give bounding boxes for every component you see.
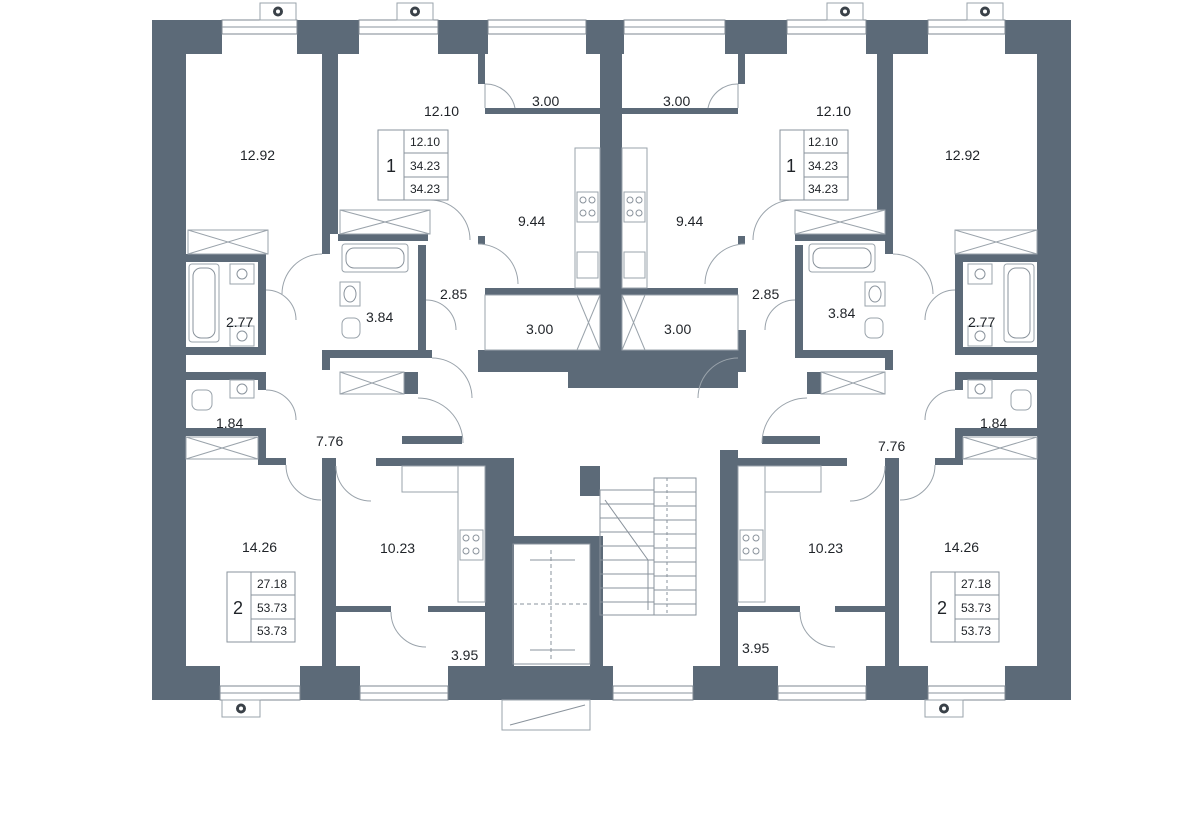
room-area-tr-bedroom2: 12.10 — [816, 103, 851, 119]
room-area-tr-hall: 7.76 — [878, 438, 905, 454]
room-area-tl-kitchen: 9.44 — [518, 213, 545, 229]
bathtub-icon — [188, 263, 220, 343]
fan-icon — [826, 2, 864, 21]
fixtures — [185, 147, 1038, 603]
stove-icon — [576, 191, 599, 223]
windows — [219, 19, 1006, 701]
sink-icon — [967, 263, 993, 285]
wardrobe-icon — [339, 371, 405, 395]
wardrobe-icon — [794, 209, 886, 235]
apt-table-left-1: 1 12.10 34.23 34.23 — [377, 129, 449, 201]
wall-east — [1037, 20, 1071, 700]
stove-icon — [459, 529, 484, 561]
apt-living-area: 27.18 — [961, 577, 991, 591]
sink-icon — [229, 263, 255, 285]
room-area-tl-bedroom2: 12.10 — [424, 103, 459, 119]
apt-living-area: 27.18 — [257, 577, 287, 591]
room-area-tl-corridor: 2.85 — [440, 286, 467, 302]
room-area-tr-wc2: 1.84 — [980, 415, 1007, 431]
stove-icon — [739, 529, 764, 561]
ac-units — [221, 2, 1004, 718]
room-area-br-kitchen: 10.23 — [808, 540, 843, 556]
room-area-tl-bedroom: 12.92 — [240, 147, 275, 163]
sink-icon — [623, 251, 646, 279]
fan-icon — [259, 2, 297, 21]
apt-total-area-2: 53.73 — [257, 624, 287, 638]
kitchen-counter — [401, 465, 459, 493]
wardrobe-icon — [962, 436, 1038, 460]
wall-west — [152, 20, 186, 700]
bathtub-icon — [1003, 263, 1035, 343]
wardrobe-icon — [185, 436, 259, 460]
room-area-tl-bath: 3.84 — [366, 309, 393, 325]
doors — [265, 83, 956, 648]
room-area-tl-hall: 7.76 — [316, 433, 343, 449]
apt-table-right-1: 1 12.10 34.23 34.23 — [779, 129, 849, 201]
kitchen-counter — [764, 465, 822, 493]
sink-icon — [864, 281, 886, 307]
apt-total-area-2: 34.23 — [410, 182, 440, 196]
room-area-br-corridor: 3.95 — [742, 640, 769, 656]
apt-rooms-count: 2 — [937, 598, 947, 618]
apt-rooms-count: 1 — [786, 156, 796, 176]
interior-walls — [186, 54, 1037, 668]
bathtub-icon — [808, 243, 876, 273]
wardrobe-icon — [954, 229, 1038, 255]
room-area-tr-store: 3.00 — [664, 321, 691, 337]
fan-icon — [966, 2, 1004, 21]
bathtub-icon — [341, 243, 409, 273]
apt-living-area: 12.10 — [410, 135, 440, 149]
room-area-tl-wc: 2.77 — [226, 314, 253, 330]
sink-icon — [229, 325, 255, 347]
fan-icon — [924, 699, 964, 718]
room-area-tl-wc2: 1.84 — [216, 415, 243, 431]
toilet-icon — [341, 317, 361, 339]
room-area-tr-corridor: 2.85 — [752, 286, 779, 302]
wardrobe-icon — [820, 371, 886, 395]
room-area-tr-wc: 2.77 — [968, 314, 995, 330]
room-area-tl-hall-a: 3.00 — [532, 93, 559, 109]
room-area-bl-bedroom: 14.26 — [242, 539, 277, 555]
apt-table-right-2: 2 27.18 53.73 53.73 — [930, 571, 1000, 643]
apt-rooms-count: 1 — [386, 156, 396, 176]
wardrobe-icon — [187, 229, 269, 255]
apt-total-area: 53.73 — [257, 601, 287, 615]
toilet-icon — [1010, 389, 1032, 411]
sink-icon — [339, 281, 361, 307]
room-area-tl-store: 3.00 — [526, 321, 553, 337]
wardrobe-icon — [484, 294, 601, 351]
sink-icon — [576, 251, 599, 279]
sink-icon — [967, 379, 993, 399]
sink-icon — [967, 325, 993, 347]
room-area-br-bedroom: 14.26 — [944, 539, 979, 555]
apt-total-area: 34.23 — [808, 159, 838, 173]
sink-icon — [229, 379, 255, 399]
room-area-bl-corridor: 3.95 — [451, 647, 478, 663]
room-area-bl-kitchen: 10.23 — [380, 540, 415, 556]
apt-rooms-count: 2 — [233, 598, 243, 618]
apt-total-area: 53.73 — [961, 601, 991, 615]
wardrobe-icon — [339, 209, 431, 235]
stove-icon — [623, 191, 646, 223]
room-area-tr-hall-a: 3.00 — [663, 93, 690, 109]
exterior-walls — [152, 20, 1071, 700]
apt-total-area: 34.23 — [410, 159, 440, 173]
room-area-tr-kitchen: 9.44 — [676, 213, 703, 229]
toilet-icon — [864, 317, 884, 339]
fan-icon — [221, 699, 261, 718]
toilet-icon — [191, 389, 213, 411]
room-area-tr-bath: 3.84 — [828, 305, 855, 321]
stairwell — [501, 477, 697, 731]
apt-table-left-2: 2 27.18 53.73 53.73 — [226, 571, 296, 643]
room-area-tr-bedroom: 12.92 — [945, 147, 980, 163]
apt-living-area: 12.10 — [808, 135, 838, 149]
apt-total-area-2: 53.73 — [961, 624, 991, 638]
fan-icon — [396, 2, 434, 21]
wardrobe-icon — [621, 294, 739, 351]
area-labels: 12.92 12.10 3.00 9.44 2.85 3.84 2.77 3.0… — [216, 93, 1007, 663]
apt-total-area-2: 34.23 — [808, 182, 838, 196]
